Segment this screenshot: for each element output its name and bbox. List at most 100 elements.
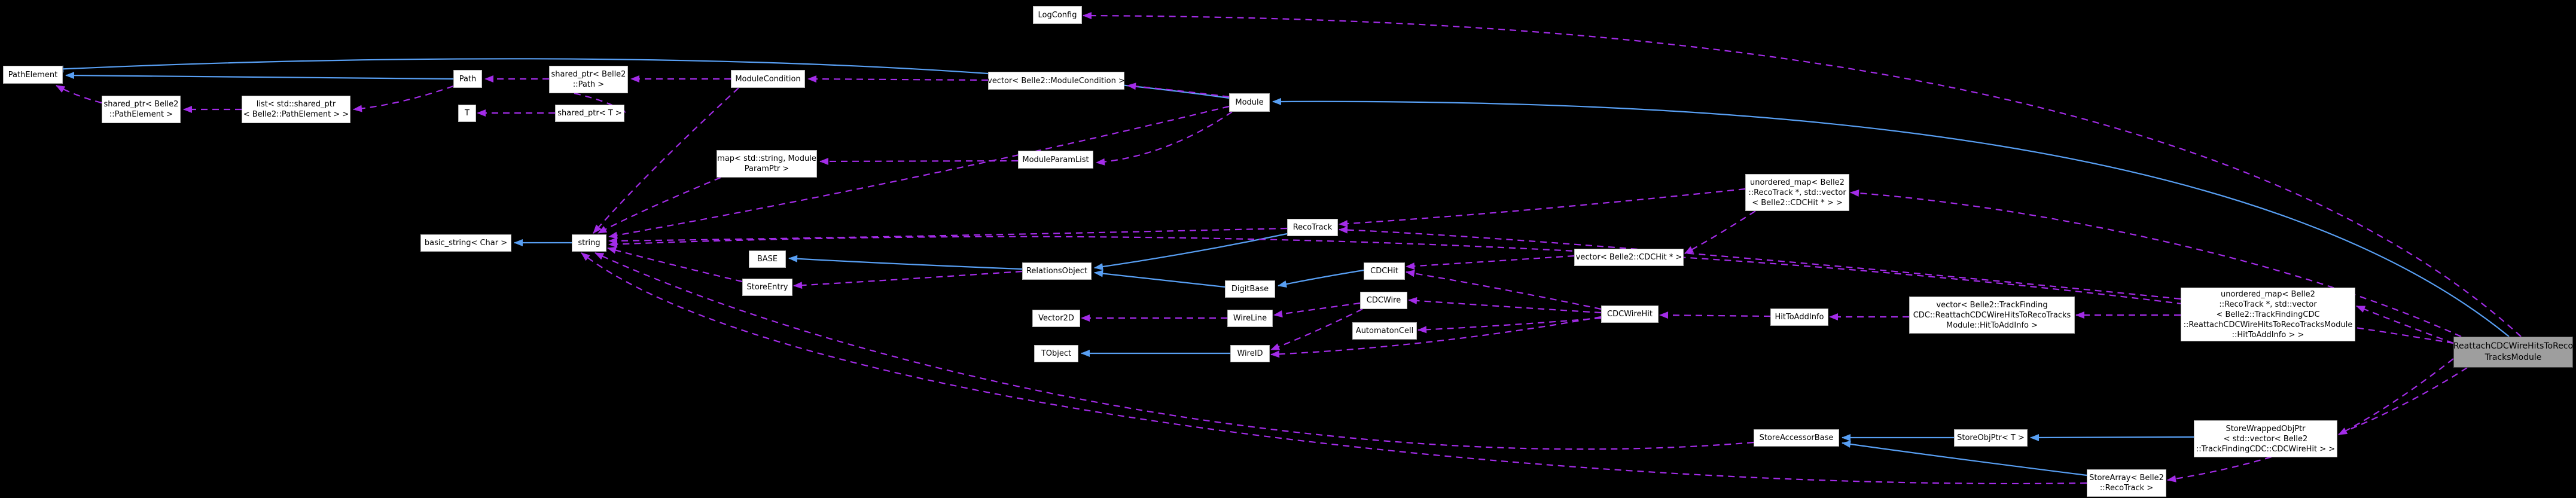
node-umap-hittoaddinfo[interactable]: unordered_map< Belle2::RecoTrack *, std:… [2181, 288, 2355, 341]
node-label-line: StoreWrappedObjPtr [2226, 424, 2306, 433]
node-label-line: Module [1235, 98, 1264, 107]
edge-reattachcdcwirehitstorecotracksmodule-to-string [608, 236, 2454, 344]
node-label-line: string [578, 239, 600, 248]
node-vector2d[interactable]: Vector2D [1032, 310, 1080, 327]
edge-reattachcdcwirehitstorecotracksmodule-to-storewrappedobjptr [2338, 358, 2454, 435]
edge-sp-pathelement-to-pathelement [56, 85, 102, 104]
node-label-line: T [465, 109, 470, 118]
node-string[interactable]: string [572, 234, 606, 252]
edge-module-to-vec-modulecondition [1127, 83, 1230, 98]
node-list-sp-pathelement[interactable]: list< std::shared_ptr< Belle2::PathEleme… [242, 96, 350, 123]
node-vec-modulecondition[interactable]: vector< Belle2::ModuleCondition > [987, 72, 1125, 90]
node-label-line: vector< Belle2::CDCHit * > [1575, 253, 1682, 262]
node-sp-pathelement[interactable]: shared_ptr< Belle2::PathElement > [102, 96, 181, 123]
node-label-line: ::Path > [572, 80, 605, 89]
node-basic-string[interactable]: basic_string< Char > [420, 234, 511, 252]
node-label-line: LogConfig [1038, 10, 1077, 20]
node-label-line: StoreArray< Belle2 [2089, 473, 2164, 482]
node-label-line: StoreEntry [746, 283, 788, 292]
edge-path-to-pathelement [65, 72, 454, 80]
node-sp-path[interactable]: shared_ptr< Belle2::Path > [549, 66, 628, 93]
node-umap-cdchit[interactable]: unordered_map< Belle2::RecoTrack *, std:… [1745, 174, 1849, 211]
node-label-line: Path [459, 74, 477, 84]
node-storearray[interactable]: StoreArray< Belle2::RecoTrack > [2087, 469, 2166, 497]
node-logconfig[interactable]: LogConfig [1033, 6, 1082, 24]
node-label-line: StoreAccessorBase [1759, 433, 1834, 442]
node-label-line: unordered_map< Belle2 [1750, 178, 1845, 187]
node-label-line: CDC::ReattachCDCWireHitsToRecoTracks [1913, 310, 2071, 320]
edge-path-to-list-sp-pathelement [353, 85, 454, 112]
node-label-line: WireLine [1233, 314, 1267, 323]
node-label-line: Module::HitToAddInfo > [1946, 320, 2038, 330]
node-label-line: CDCWireHit [1607, 310, 1653, 319]
edge-storearray-to-storeaccessorbase [1842, 441, 2087, 476]
edge-cdchit-to-digitbase [1278, 269, 1364, 288]
node-label-line: vector< Belle2::TrackFinding [1936, 300, 2048, 310]
node-storeobjptr[interactable]: StoreObjPtr< T > [1954, 429, 2028, 447]
node-module[interactable]: Module [1229, 93, 1270, 112]
node-t[interactable]: T [458, 105, 476, 122]
node-label-line: CDCHit [1370, 267, 1398, 276]
node-relationsobject[interactable]: RelationsObject [1022, 262, 1092, 280]
node-label-line: RelationsObject [1026, 267, 1088, 276]
edge-cdcwirehit-to-automatoncell [1417, 317, 1602, 334]
node-label-line: ::TrackFindingCDC::CDCWireHit > > [2196, 444, 2336, 454]
node-storeaccessorbase[interactable]: StoreAccessorBase [1754, 429, 1839, 447]
node-label-line: TracksModule [2484, 353, 2542, 362]
node-label-line: PathElement [8, 70, 58, 80]
edge-recotrack-to-relationsobject [1094, 233, 1288, 270]
edge-cdcwire-to-wireline [1273, 302, 1361, 318]
node-label-line: < std::vector< Belle2 [2223, 434, 2308, 444]
node-moduleparamlist[interactable]: ModuleParamList [1018, 151, 1093, 169]
node-label-line: AutomatonCell [1355, 326, 1414, 335]
node-label-line: < Belle2::CDCHit * > > [1752, 198, 1843, 207]
node-path[interactable]: Path [453, 70, 482, 88]
node-label-line: unordered_map< Belle2 [2221, 289, 2315, 299]
node-label-line: CDCWire [1366, 296, 1401, 305]
node-label-line: ::RecoTrack *, std::vector [1748, 188, 1846, 197]
edge-storewrappedobjptr-to-storeobjptr [2030, 433, 2194, 441]
node-base[interactable]: BASE [749, 250, 786, 268]
node-cdchit[interactable]: CDCHit [1364, 262, 1405, 280]
node-label-line: TObject [1041, 349, 1072, 358]
node-label-line: list< std::shared_ptr [256, 100, 336, 109]
node-automatoncell[interactable]: AutomatonCell [1352, 322, 1417, 340]
node-modulecondition[interactable]: ModuleCondition [731, 70, 805, 88]
edge-cdcwirehit-to-cdchit [1406, 270, 1602, 310]
node-storewrappedobjptr[interactable]: StoreWrappedObjPtr< std::vector< Belle2:… [2194, 420, 2337, 457]
node-label-line: BASE [757, 255, 778, 264]
node-cdcwire[interactable]: CDCWire [1360, 292, 1407, 309]
node-recotrack[interactable]: RecoTrack [1287, 219, 1338, 236]
edge-vec-modulecondition-to-modulecondition [807, 75, 989, 83]
node-tobject[interactable]: TObject [1034, 345, 1078, 362]
edge-storeentry-to-string [607, 246, 743, 283]
node-cdcwirehit[interactable]: CDCWireHit [1601, 305, 1659, 323]
edge-vec-cdchit-to-cdchit [1406, 255, 1575, 270]
node-hittoaddinfo[interactable]: HitToAddInfo [1770, 308, 1828, 326]
node-label-line: ::RecoTrack > [2099, 484, 2154, 493]
node-wireline[interactable]: WireLine [1227, 310, 1273, 327]
node-label-line: StoreObjPtr< T > [1957, 433, 2025, 442]
node-vec-cdchit[interactable]: vector< Belle2::CDCHit * > [1574, 249, 1684, 266]
edge-umap-cdchit-to-vec-cdchit [1684, 210, 1756, 254]
node-label-line: ModuleCondition [735, 74, 801, 84]
node-label-line: DigitBase [1231, 285, 1269, 294]
edge-storearray-to-string [581, 252, 2087, 485]
node-wireid[interactable]: WireID [1230, 345, 1270, 362]
node-label-line: ReattachCDCWireHitsToReco [2453, 341, 2574, 351]
node-storeentry[interactable]: StoreEntry [742, 279, 792, 296]
edge-umap-cdchit-to-recotrack [1339, 188, 1746, 228]
node-pathelement[interactable]: PathElement [3, 66, 63, 84]
node-sp-t[interactable]: shared_ptr< T > [555, 105, 624, 122]
node-label-line: shared_ptr< Belle2 [551, 70, 626, 79]
edge-cdcwirehit-to-wireid [1270, 316, 1602, 358]
edge-module-to-moduleparamlist [1096, 111, 1233, 166]
node-label-line: vector< Belle2::ModuleCondition > [987, 76, 1125, 85]
node-label-line: < Belle2::PathElement > > [243, 110, 349, 119]
node-digitbase[interactable]: DigitBase [1225, 280, 1275, 298]
